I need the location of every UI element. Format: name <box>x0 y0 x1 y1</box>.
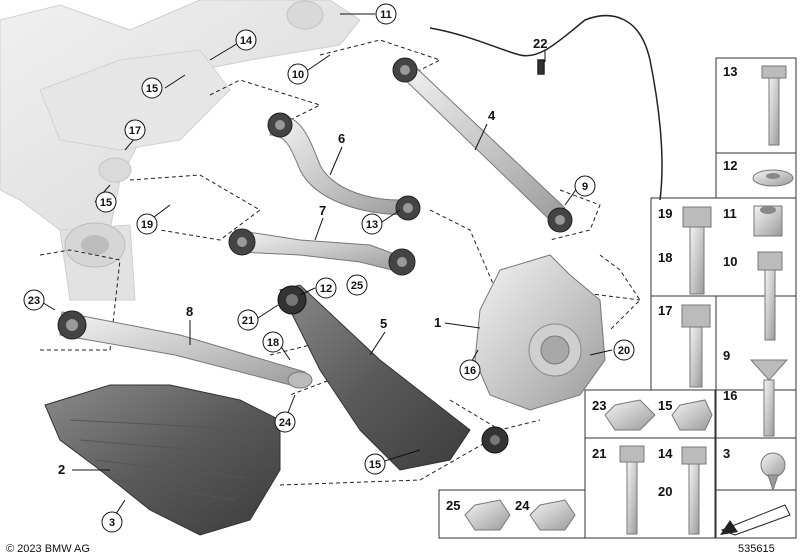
svg-text:11: 11 <box>380 9 392 21</box>
callout-19: 19 <box>136 213 158 235</box>
wheel-carrier-1 <box>474 254 606 411</box>
toe-link-8 <box>57 310 313 389</box>
svg-text:20: 20 <box>618 345 630 357</box>
grid-label-15: 15 <box>658 398 672 413</box>
label-2: 2 <box>58 462 65 477</box>
svg-text:12: 12 <box>320 283 332 295</box>
callout-20: 20 <box>613 339 635 361</box>
bolt-13-icon <box>761 65 787 146</box>
diagram-number: 535615 <box>738 543 775 555</box>
callout-3: 3 <box>101 511 123 533</box>
washer-12-icon <box>752 169 794 187</box>
svg-text:25: 25 <box>351 280 363 292</box>
grid-label-24: 24 <box>515 498 530 513</box>
camber-link-7 <box>228 228 416 276</box>
svg-text:23: 23 <box>28 295 40 307</box>
label-5: 5 <box>380 316 387 331</box>
grid-label-20: 20 <box>658 484 672 499</box>
svg-text:24: 24 <box>279 417 292 429</box>
grid-label-23: 23 <box>592 398 606 413</box>
grid-label-13: 13 <box>723 64 737 79</box>
svg-text:15: 15 <box>100 197 112 209</box>
svg-text:15: 15 <box>146 83 158 95</box>
svg-text:16: 16 <box>464 365 476 377</box>
callout-11: 11 <box>375 3 397 25</box>
direction-arrow-icon <box>720 504 791 536</box>
upper-control-arm-6 <box>267 112 421 221</box>
callout-18: 18 <box>262 331 284 353</box>
label-7: 7 <box>319 203 326 218</box>
nut-23-icon <box>604 399 656 431</box>
svg-text:18: 18 <box>267 337 279 349</box>
trailing-link-4 <box>392 57 573 233</box>
svg-text:3: 3 <box>109 517 115 529</box>
svg-text:14: 14 <box>240 35 253 47</box>
callout-10: 10 <box>287 63 309 85</box>
bolt-19-icon <box>682 206 712 295</box>
svg-text:9: 9 <box>582 181 588 193</box>
bolt-14-icon <box>681 446 707 535</box>
callout-23: 23 <box>23 289 45 311</box>
nut-15-icon <box>671 399 713 431</box>
bolt-21-icon <box>619 445 645 535</box>
bolt-10-icon <box>757 251 783 341</box>
callout-15-c: 15 <box>364 453 386 475</box>
lower-wishbone-5 <box>277 284 509 471</box>
grid-label-9: 9 <box>723 348 730 363</box>
parts-grid-labels: 13 12 19 18 11 10 17 9 16 23 15 3 21 14 … <box>446 64 737 513</box>
circled-labels: 11 14 10 15 17 9 15 13 19 23 12 25 21 18… <box>23 3 635 533</box>
svg-text:15: 15 <box>369 459 381 471</box>
copyright-text: © 2023 BMW AG <box>6 543 90 555</box>
callout-25: 25 <box>346 274 368 296</box>
label-1: 1 <box>434 315 441 330</box>
callout-15-a: 15 <box>141 77 163 99</box>
label-4: 4 <box>488 108 496 123</box>
grid-label-11: 11 <box>723 206 737 221</box>
svg-text:17: 17 <box>129 125 141 137</box>
bolt-9-icon <box>749 359 789 437</box>
grid-label-10: 10 <box>723 254 737 269</box>
wheel-speed-sensor-22 <box>429 14 663 201</box>
callout-15-b: 15 <box>95 191 117 213</box>
svg-text:19: 19 <box>141 219 153 231</box>
callout-24: 24 <box>274 411 296 433</box>
callout-9: 9 <box>574 175 596 197</box>
grid-label-21: 21 <box>592 446 606 461</box>
callout-21: 21 <box>237 309 259 331</box>
callout-13: 13 <box>361 213 383 235</box>
grid-label-25: 25 <box>446 498 460 513</box>
grid-label-12: 12 <box>723 158 737 173</box>
grid-label-3: 3 <box>723 446 730 461</box>
nut-24-icon <box>529 499 576 531</box>
nut-11-icon <box>753 205 783 237</box>
svg-text:13: 13 <box>366 219 378 231</box>
grid-label-17: 17 <box>658 303 672 318</box>
label-22: 22 <box>533 36 547 51</box>
callout-14: 14 <box>235 29 257 51</box>
svg-text:21: 21 <box>242 315 254 327</box>
bolt-17-icon <box>681 304 711 388</box>
nut-25-icon <box>464 499 511 531</box>
hardware-parts-grid <box>438 57 797 539</box>
svg-text:10: 10 <box>292 69 304 81</box>
callout-12: 12 <box>315 277 337 299</box>
callout-17: 17 <box>124 119 146 141</box>
grid-label-18: 18 <box>658 250 672 265</box>
callout-16: 16 <box>459 359 481 381</box>
label-6: 6 <box>338 131 345 146</box>
screw-3-icon <box>760 452 786 492</box>
rear-axle-subframe <box>0 0 361 301</box>
grid-label-19: 19 <box>658 206 672 221</box>
part-labels: 4 6 7 8 5 1 2 22 <box>58 36 547 477</box>
underbody-panel-2 <box>44 384 281 536</box>
grid-label-16: 16 <box>723 388 737 403</box>
grid-label-14: 14 <box>658 446 673 461</box>
label-8: 8 <box>186 304 193 319</box>
